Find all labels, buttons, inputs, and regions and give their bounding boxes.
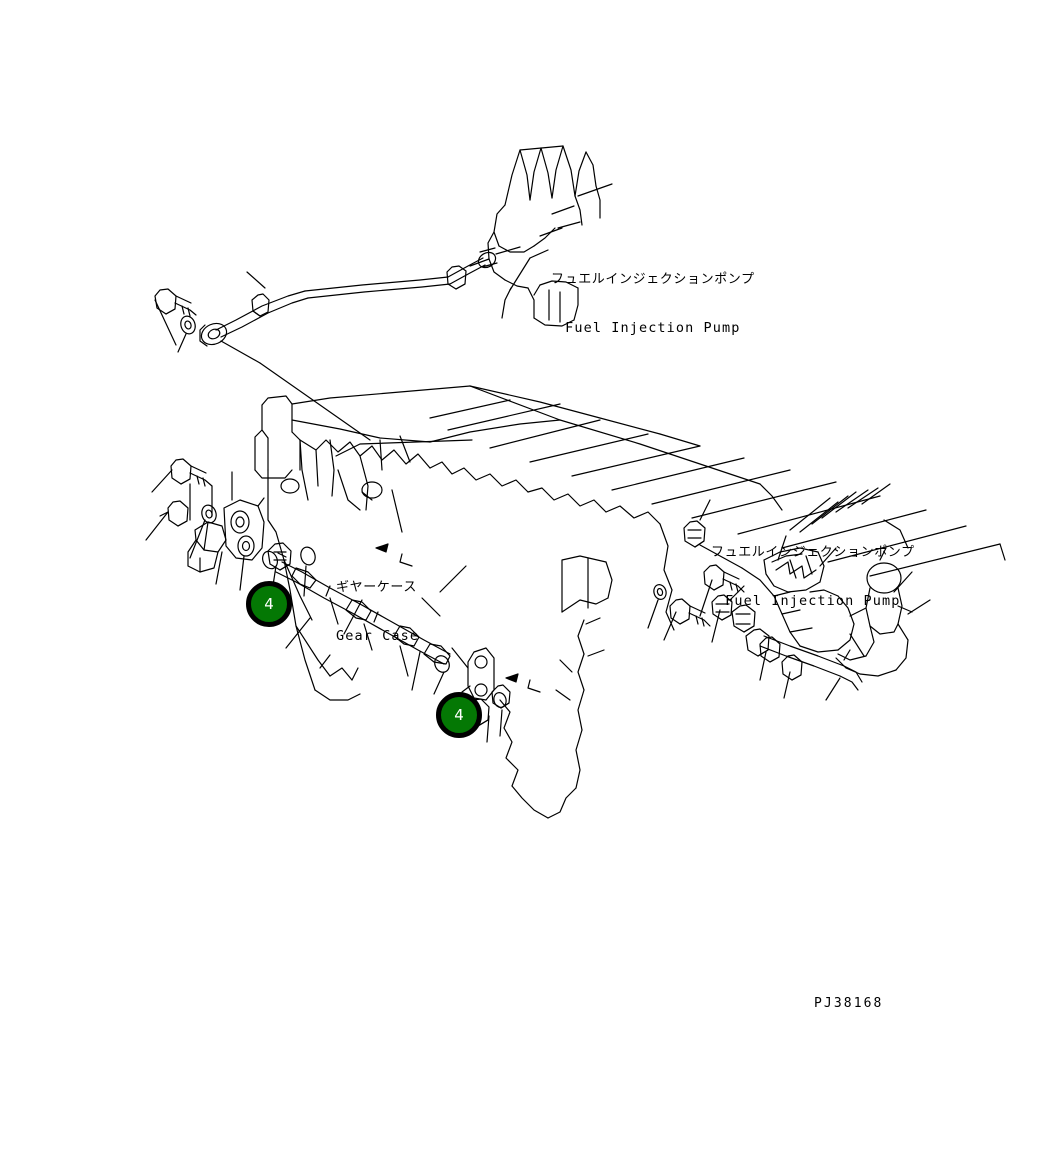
callout-number: 4	[264, 595, 274, 613]
leader-lines-general	[285, 439, 473, 649]
label-jp-text: フュエルインジェクションポンプ	[711, 544, 915, 560]
bolt-cluster-left	[145, 458, 316, 597]
fuel-tube-upper	[154, 247, 498, 441]
injection-pump-body-top	[487, 145, 601, 327]
callout-4-lower[interactable]: 4	[436, 692, 482, 738]
label-gear-case: ギヤーケース Gear Case	[336, 546, 419, 678]
injection-pump-right	[647, 483, 931, 701]
label-en-text: Fuel Injection Pump	[725, 593, 901, 610]
tube-arrow-marks	[375, 543, 541, 693]
callout-number: 4	[454, 706, 464, 724]
label-fuel-injection-pump-right: フュエルインジェクションポンプ Fuel Injection Pump	[711, 511, 915, 643]
label-en-text: Fuel Injection Pump	[565, 320, 741, 337]
drawing-code: PJ38168	[814, 996, 884, 1011]
label-jp-text: フュエルインジェクションポンプ	[551, 271, 755, 287]
label-jp-text: ギヤーケース	[336, 579, 417, 595]
gear-case-detail	[280, 435, 469, 677]
leader-lines-top	[469, 183, 613, 291]
callout-4-left[interactable]: 4	[246, 581, 292, 627]
label-en-text: Gear Case	[336, 628, 420, 645]
label-fuel-injection-pump-top: フュエルインジェクションポンプ Fuel Injection Pump	[551, 238, 755, 370]
